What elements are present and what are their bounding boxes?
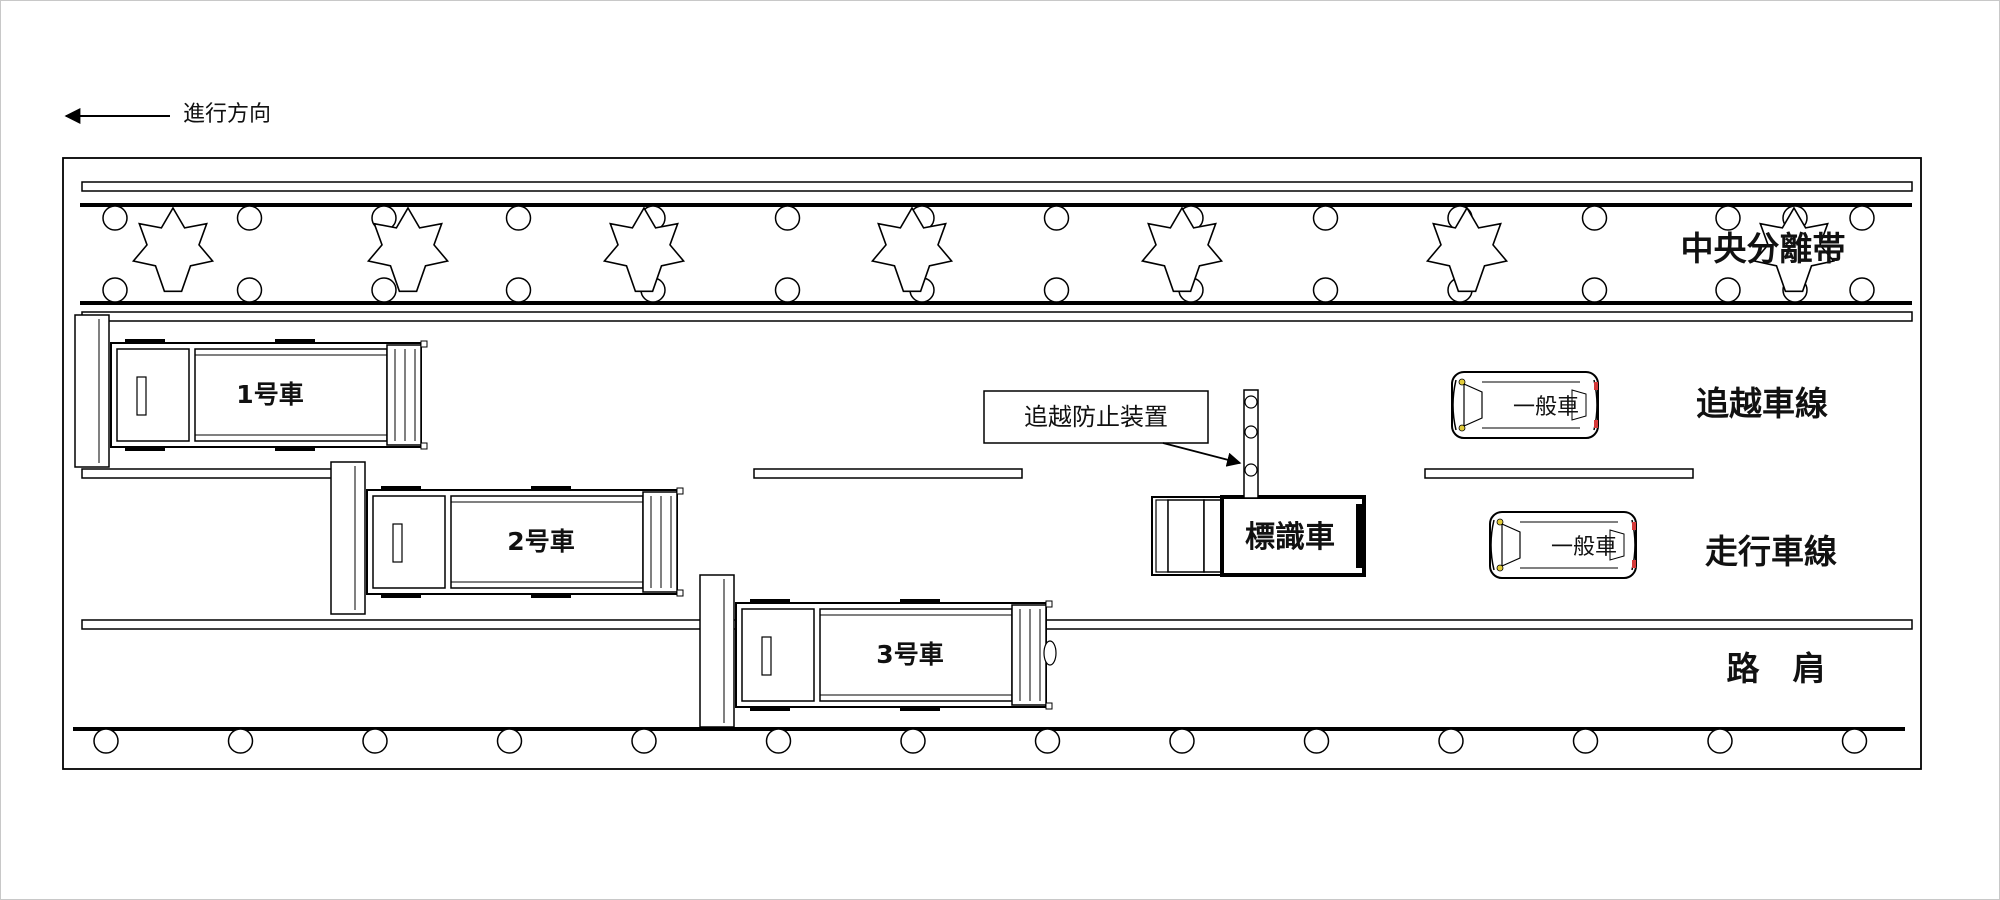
median-post <box>102 205 128 231</box>
truck-1-label: 1号車 <box>236 380 303 409</box>
truck-2-label: 2号車 <box>507 527 574 556</box>
median-post <box>236 205 263 231</box>
general-car-passing: 一般車 <box>1451 371 1599 439</box>
median-post <box>1849 205 1875 231</box>
median-post <box>505 205 532 231</box>
direction-indicator: 進行方向 <box>64 102 271 127</box>
device-callout: 追越防止装置 <box>983 390 1242 467</box>
guard-posts <box>93 728 1868 754</box>
guard-post <box>1303 728 1330 754</box>
guard-post <box>1034 728 1061 754</box>
anti-overtaking-device <box>1243 389 1259 499</box>
median-post <box>1581 277 1608 303</box>
shoulder-label: 路 肩 <box>1727 649 1826 688</box>
guard-post <box>227 728 254 754</box>
passing-lane-label: 追越車線 <box>1696 384 1828 423</box>
median-post <box>1581 205 1608 231</box>
truck-3-label: 3号車 <box>876 640 943 669</box>
median-post <box>1715 205 1741 231</box>
guard-post <box>1169 728 1195 754</box>
median-post <box>505 277 532 303</box>
truck-3: 3号車 <box>699 574 1057 728</box>
median-post <box>1715 277 1741 303</box>
guard-post <box>496 728 523 754</box>
truck-2: 2号車 <box>330 461 684 615</box>
general-car-driving-label: 一般車 <box>1551 535 1617 560</box>
median-posts <box>102 205 1875 303</box>
median-post <box>371 277 397 303</box>
guard-post <box>631 728 657 754</box>
guard-post <box>1707 728 1733 754</box>
sign-truck-label: 標識車 <box>1245 520 1335 555</box>
device-callout-text: 追越防止装置 <box>1024 403 1168 431</box>
guard-post <box>765 728 792 754</box>
guard-post <box>93 728 119 754</box>
guard-post <box>1841 728 1868 754</box>
driving-lane-label: 走行車線 <box>1705 532 1837 571</box>
callout-arrow-icon <box>1162 442 1242 467</box>
shoulder-edge <box>73 727 1905 754</box>
sign-truck: 標識車 <box>1151 495 1366 577</box>
median-strip <box>80 181 1913 322</box>
median-post <box>1043 205 1070 231</box>
median-post <box>1849 277 1875 303</box>
median-post <box>774 205 801 231</box>
median-post <box>1312 277 1339 303</box>
median-post <box>774 277 801 303</box>
median-post <box>102 277 128 303</box>
guard-post <box>1572 728 1599 754</box>
guard-post <box>1438 728 1464 754</box>
median-post <box>236 277 263 303</box>
general-car-passing-label: 一般車 <box>1513 395 1579 420</box>
direction-label: 進行方向 <box>183 102 271 127</box>
guard-post <box>900 728 926 754</box>
median-label: 中央分離帯 <box>1681 229 1846 268</box>
general-car-driving: 一般車 <box>1489 511 1637 579</box>
median-post <box>1312 205 1339 231</box>
median-post <box>1043 277 1070 303</box>
guard-post <box>362 728 388 754</box>
truck-1: 1号車 <box>74 314 428 468</box>
